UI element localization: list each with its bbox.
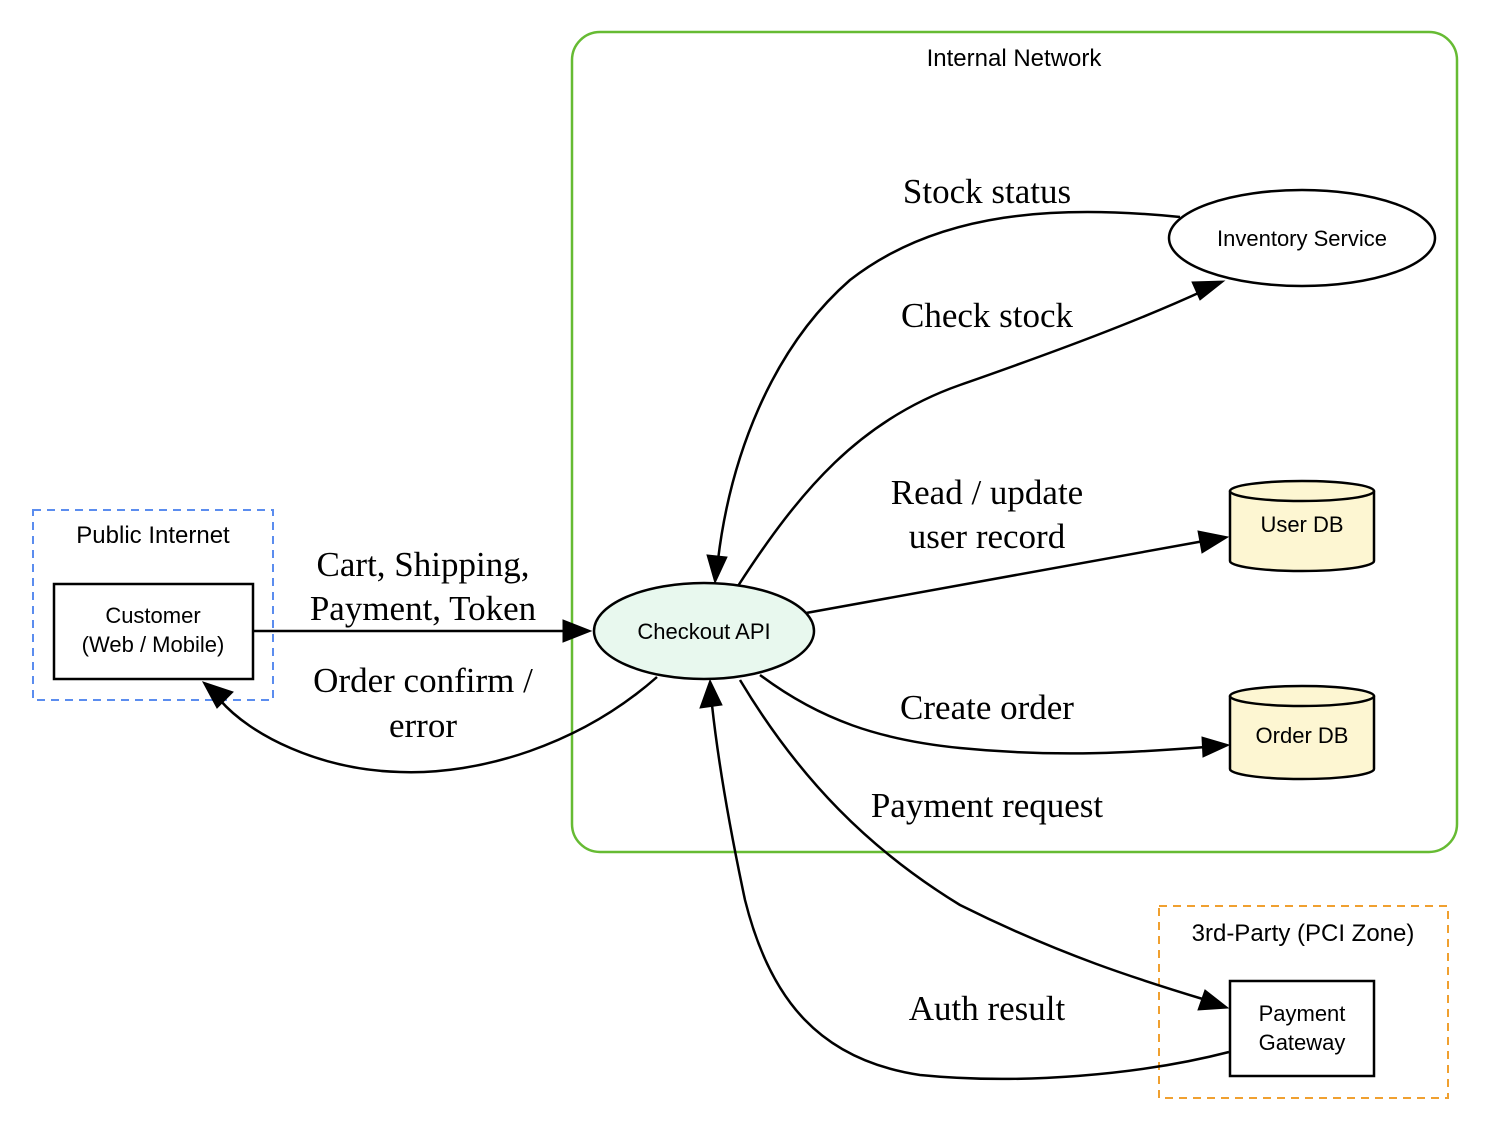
arrowhead-user-record (1197, 530, 1230, 554)
label-check-stock: Check stock (901, 296, 1074, 335)
internal-network-zone (570, 30, 1459, 854)
label-cart-request-line2: Payment, Token (310, 589, 536, 628)
public-internet-zone (32, 509, 274, 701)
pci-zone (1158, 905, 1449, 1099)
payment-gateway-label-line1: Payment (1259, 1001, 1346, 1026)
checkout-api-label: Checkout API (637, 619, 770, 644)
arrowhead-auth-result (699, 678, 723, 709)
arrowhead-payment-request (1197, 989, 1230, 1011)
edge-auth-result (710, 704, 1230, 1081)
arrowhead-stock-status (706, 554, 728, 585)
label-stock-status: Stock status (903, 172, 1071, 211)
payment-gateway-label-line2: Gateway (1259, 1030, 1346, 1055)
label-payment-request: Payment request (871, 786, 1104, 825)
label-user-record-line1: Read / update (891, 473, 1083, 512)
checkout-api-ellipse (592, 581, 816, 681)
label-cart-request-line1: Cart, Shipping, (317, 545, 530, 584)
pci-zone-title: 3rd-Party (PCI Zone) (1192, 920, 1415, 947)
node-customer: Customer (Web / Mobile) (52, 582, 255, 681)
inventory-service-label: Inventory Service (1217, 226, 1387, 251)
label-auth-result: Auth result (909, 989, 1066, 1028)
internal-network-title: Internal Network (927, 45, 1103, 72)
edge-payment-request (738, 679, 1207, 1002)
edge-order-confirm (219, 676, 658, 774)
user-db-cylinder (1228, 491, 1376, 573)
order-db-cylinder (1228, 696, 1376, 781)
public-internet-title: Public Internet (76, 522, 230, 549)
label-order-confirm-line2: error (389, 706, 457, 745)
user-db-top (1228, 479, 1376, 503)
order-db-top (1228, 684, 1376, 708)
edge-create-order (759, 673, 1207, 755)
node-payment-gateway: Payment Gateway (1228, 979, 1376, 1078)
arrowhead-check-stock (1191, 280, 1226, 301)
edge-check-stock (736, 288, 1206, 587)
order-db-label: Order DB (1256, 723, 1349, 748)
node-order-db: Order DB (1228, 684, 1376, 781)
customer-label-line1: Customer (105, 603, 200, 628)
customer-box (52, 582, 255, 681)
edge-stock-status (716, 210, 1181, 561)
label-create-order: Create order (900, 688, 1074, 727)
node-checkout-api: Checkout API (592, 581, 816, 681)
user-db-label: User DB (1260, 512, 1343, 537)
arrowhead-cart-request (562, 619, 593, 643)
label-user-record-line2: user record (909, 517, 1066, 556)
customer-label-line2: (Web / Mobile) (82, 632, 225, 657)
node-inventory-service: Inventory Service (1167, 188, 1437, 288)
arrowhead-order-confirm (201, 681, 234, 709)
inventory-service-ellipse (1167, 188, 1437, 288)
edge-user-record (805, 539, 1205, 615)
arrowhead-create-order (1201, 736, 1231, 758)
label-order-confirm-line1: Order confirm / (313, 661, 533, 700)
node-user-db: User DB (1228, 479, 1376, 573)
payment-gateway-box (1228, 979, 1376, 1078)
